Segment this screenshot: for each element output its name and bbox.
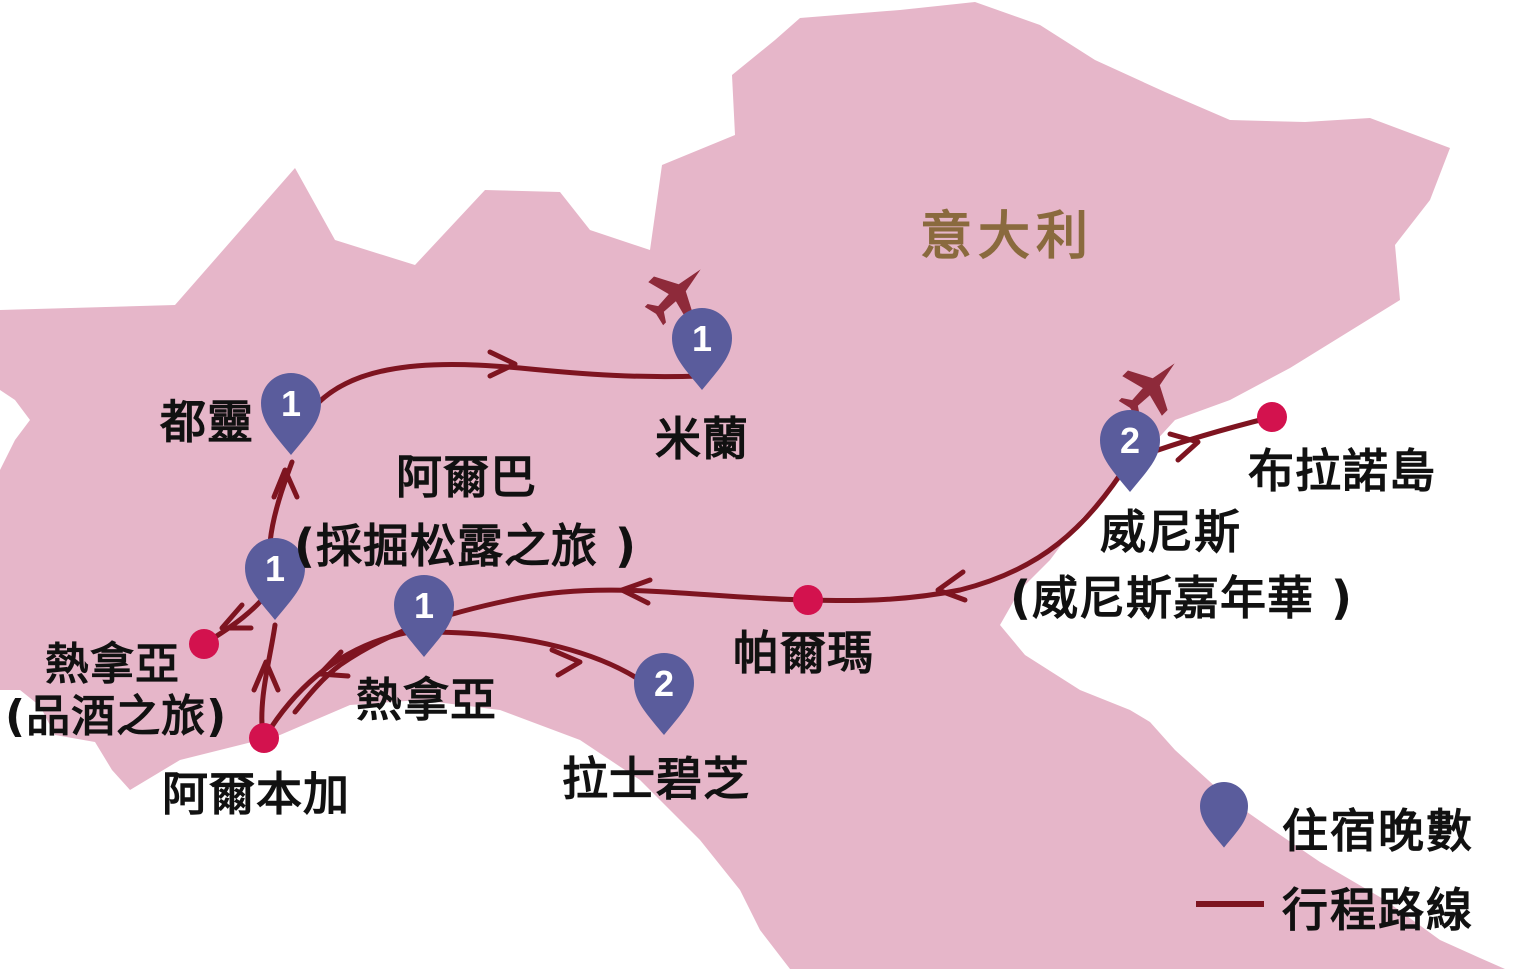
arrow-venice-burano: [1167, 431, 1201, 463]
pin-nights-la-spezia: 2: [654, 663, 674, 704]
stop-dot-genoa-wine: [189, 629, 219, 659]
arrow-alba-genoa-wine: [219, 602, 254, 631]
pin-nights-turin: 1: [281, 383, 301, 424]
map-pin-icon-turin: 1: [261, 373, 321, 455]
city-label-milan: 米蘭: [655, 412, 749, 466]
route-venice-parma: [805, 457, 1133, 604]
map-pin-icon-milan: 1: [672, 308, 732, 390]
arrow-alba-turin: [271, 467, 300, 500]
pin-nights-genoa: 1: [414, 585, 434, 626]
pin-nights-milan: 1: [692, 318, 712, 359]
lodging-pins: 1 1 1 1 2 2: [245, 308, 1160, 735]
arrow-albenga-alba: [251, 659, 281, 693]
map-pin-icon-alba: 1: [245, 538, 305, 620]
stop-dots: [189, 402, 1287, 753]
city-label-alba-note: (採掘松露之旅 ): [294, 519, 638, 573]
city-label-genoa-wine: 熱拿亞: [45, 639, 180, 690]
arrow-turin-milan: [487, 349, 518, 379]
city-label-albenga: 阿爾本加: [162, 767, 350, 821]
city-label-genoa-wine-note: (品酒之旅): [5, 691, 228, 742]
city-label-alba: 阿爾巴: [396, 450, 537, 504]
pin-nights-venice: 2: [1120, 420, 1140, 461]
arrow-genoa-laspezia: [549, 647, 583, 678]
city-label-turin: 都靈: [160, 395, 254, 449]
legend-nights-label: 住宿晚數: [1282, 804, 1474, 858]
map-pin-icon-genoa: 1: [394, 575, 454, 657]
stop-dot-parma: [793, 585, 823, 615]
arrow-coast-west: [317, 649, 351, 679]
map-pin-icon-la-spezia: 2: [634, 653, 694, 735]
city-label-venice: 威尼斯: [1100, 505, 1241, 559]
pin-nights-alba: 1: [265, 548, 285, 589]
map-pin-icon-venice: 2: [1100, 410, 1160, 492]
route-arrows: [219, 349, 1201, 693]
city-label-la-spezia: 拉士碧芝: [562, 752, 750, 806]
city-label-venice-note: (威尼斯嘉年華 ): [1010, 571, 1354, 625]
city-label-burano: 布拉諾島: [1248, 444, 1436, 498]
city-label-genoa: 熱拿亞: [356, 673, 497, 727]
legend: [1196, 782, 1264, 907]
stop-dot-burano: [1257, 402, 1287, 432]
arrow-parma-coast: [619, 577, 653, 606]
country-label: 意大利: [920, 207, 1095, 267]
arrow-venice-parma: [935, 569, 968, 603]
legend-route-label: 行程路線: [1282, 883, 1474, 937]
city-label-parma: 帕爾瑪: [733, 626, 874, 680]
stop-dot-albenga: [249, 723, 279, 753]
